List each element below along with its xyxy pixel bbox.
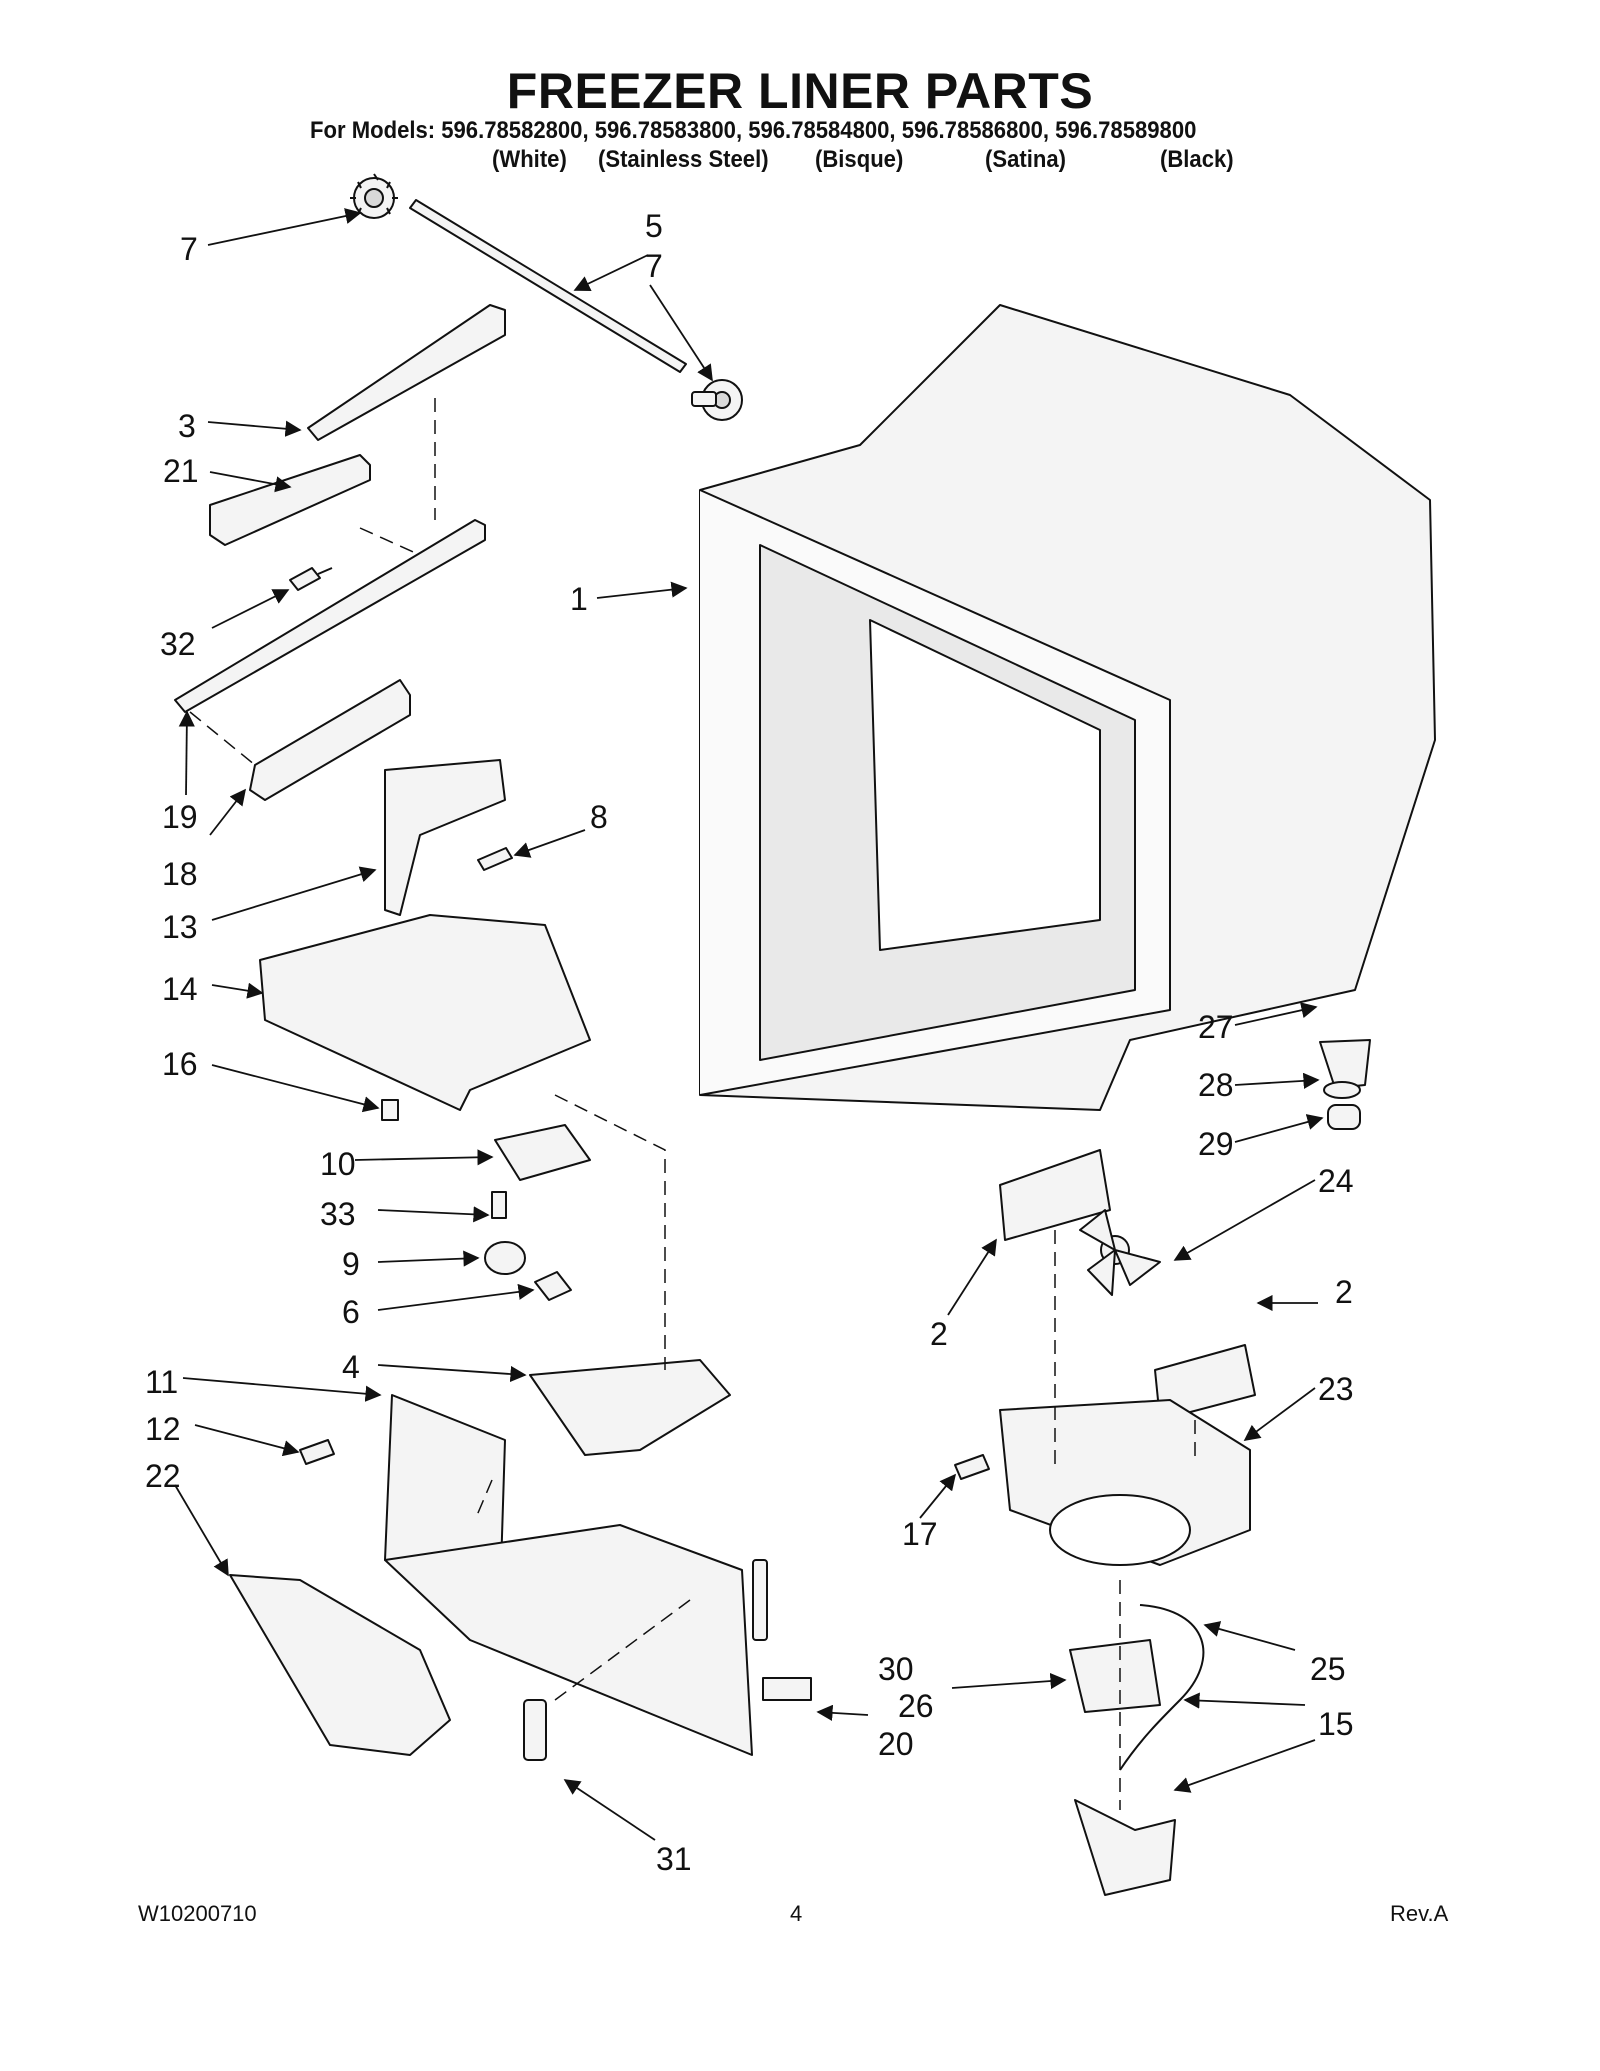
callout-2-left: 2 xyxy=(930,1316,948,1352)
callout-16: 16 xyxy=(162,1046,198,1082)
callout-19: 19 xyxy=(162,799,198,835)
callout-25: 25 xyxy=(1310,1651,1346,1687)
callout-29: 29 xyxy=(1198,1126,1234,1162)
duct-bracket-part xyxy=(384,759,506,916)
drain-grommet-part xyxy=(1327,1104,1361,1130)
callout-26: 26 xyxy=(898,1688,934,1724)
callout-15: 15 xyxy=(1318,1706,1354,1742)
thermistor-clip-part xyxy=(523,1699,547,1761)
motor-wire-harness-part xyxy=(1119,1604,1205,1771)
lamp-socket-part xyxy=(534,1271,572,1301)
callout-3: 3 xyxy=(178,408,196,444)
slide-rail-part xyxy=(174,519,486,713)
callout-27: 27 xyxy=(1198,1009,1234,1045)
rear-panel-part xyxy=(384,1524,753,1756)
callout-21: 21 xyxy=(163,453,199,489)
fan-motor-part xyxy=(1069,1639,1161,1713)
page-number: 4 xyxy=(790,1901,803,1926)
assembly-guide-lines xyxy=(189,398,1196,1810)
light-bulb-part xyxy=(484,1241,526,1275)
callout-10: 10 xyxy=(320,1146,356,1182)
foam-pad-upper-part xyxy=(999,1149,1111,1241)
callout-33: 33 xyxy=(320,1196,356,1232)
callout-20: 20 xyxy=(878,1726,914,1762)
defrost-thermostat-part xyxy=(752,1559,768,1641)
motor-bracket-part xyxy=(1074,1799,1176,1896)
screw-8-part xyxy=(477,847,513,871)
callout-7-upper: 7 xyxy=(180,231,198,267)
rail-bracket-part xyxy=(249,679,411,801)
callout-28: 28 xyxy=(1198,1067,1234,1103)
leader-arrows xyxy=(174,208,1324,1841)
gear-lower-part xyxy=(691,379,743,421)
fan-shroud-opening xyxy=(1049,1494,1191,1566)
models-line: For Models: 596.78582800, 596.78583800, … xyxy=(310,117,1197,144)
callout-7-lower: 7 xyxy=(645,248,663,284)
callout-14: 14 xyxy=(162,971,198,1007)
callout-24: 24 xyxy=(1318,1163,1354,1199)
callout-2-right: 2 xyxy=(1335,1274,1353,1310)
callout-6: 6 xyxy=(342,1294,360,1330)
callout-13: 13 xyxy=(162,909,198,945)
screw-upper-part xyxy=(289,567,333,591)
drain-strainer-part xyxy=(1319,1039,1371,1089)
screw-33-part xyxy=(491,1191,507,1219)
evaporator-cover-part xyxy=(259,914,591,1111)
revision-label: Rev.A xyxy=(1390,1901,1449,1926)
callout-8: 8 xyxy=(590,799,608,835)
callout-18: 18 xyxy=(162,856,198,892)
freezer-liner-part xyxy=(699,304,1436,1111)
rod-part xyxy=(409,199,687,373)
callout-12: 12 xyxy=(145,1411,181,1447)
callout-32: 32 xyxy=(160,626,196,662)
callout-5: 5 xyxy=(645,208,663,244)
callout-numbers: 7 5 7 3 21 32 19 18 13 8 1 14 16 10 33 9… xyxy=(145,208,1354,1877)
drain-washer-part xyxy=(1323,1081,1361,1099)
callout-30: 30 xyxy=(878,1651,914,1687)
air-grille-part xyxy=(229,1574,451,1756)
callout-11: 11 xyxy=(145,1364,178,1400)
finish-satina: (Satina) xyxy=(985,146,1066,173)
lamp-housing-part xyxy=(494,1124,591,1181)
finish-white: (White) xyxy=(492,146,567,173)
drip-tray-part xyxy=(529,1359,731,1456)
callout-17: 17 xyxy=(902,1516,938,1552)
finish-bisque: (Bisque) xyxy=(815,146,904,173)
screw-17-part xyxy=(954,1454,990,1480)
slide-bracket-part xyxy=(209,454,371,546)
small-clip-part xyxy=(381,1099,399,1121)
callout-23: 23 xyxy=(1318,1371,1354,1407)
callout-9: 9 xyxy=(342,1246,360,1282)
callout-1: 1 xyxy=(570,581,588,617)
fan-blade-part xyxy=(1079,1209,1161,1296)
finish-black: (Black) xyxy=(1160,146,1234,173)
callout-4: 4 xyxy=(342,1349,360,1385)
foam-strip-part xyxy=(762,1677,812,1701)
gear-upper-part xyxy=(350,173,398,219)
document-number: W10200710 xyxy=(138,1901,257,1926)
callout-22: 22 xyxy=(145,1458,181,1494)
track-strip-part xyxy=(307,304,506,441)
screw-12-part xyxy=(299,1439,335,1465)
finish-stainless-steel: (Stainless Steel) xyxy=(598,146,769,173)
callout-31: 31 xyxy=(656,1841,692,1877)
page-title: FREEZER LINER PARTS xyxy=(506,63,1094,119)
